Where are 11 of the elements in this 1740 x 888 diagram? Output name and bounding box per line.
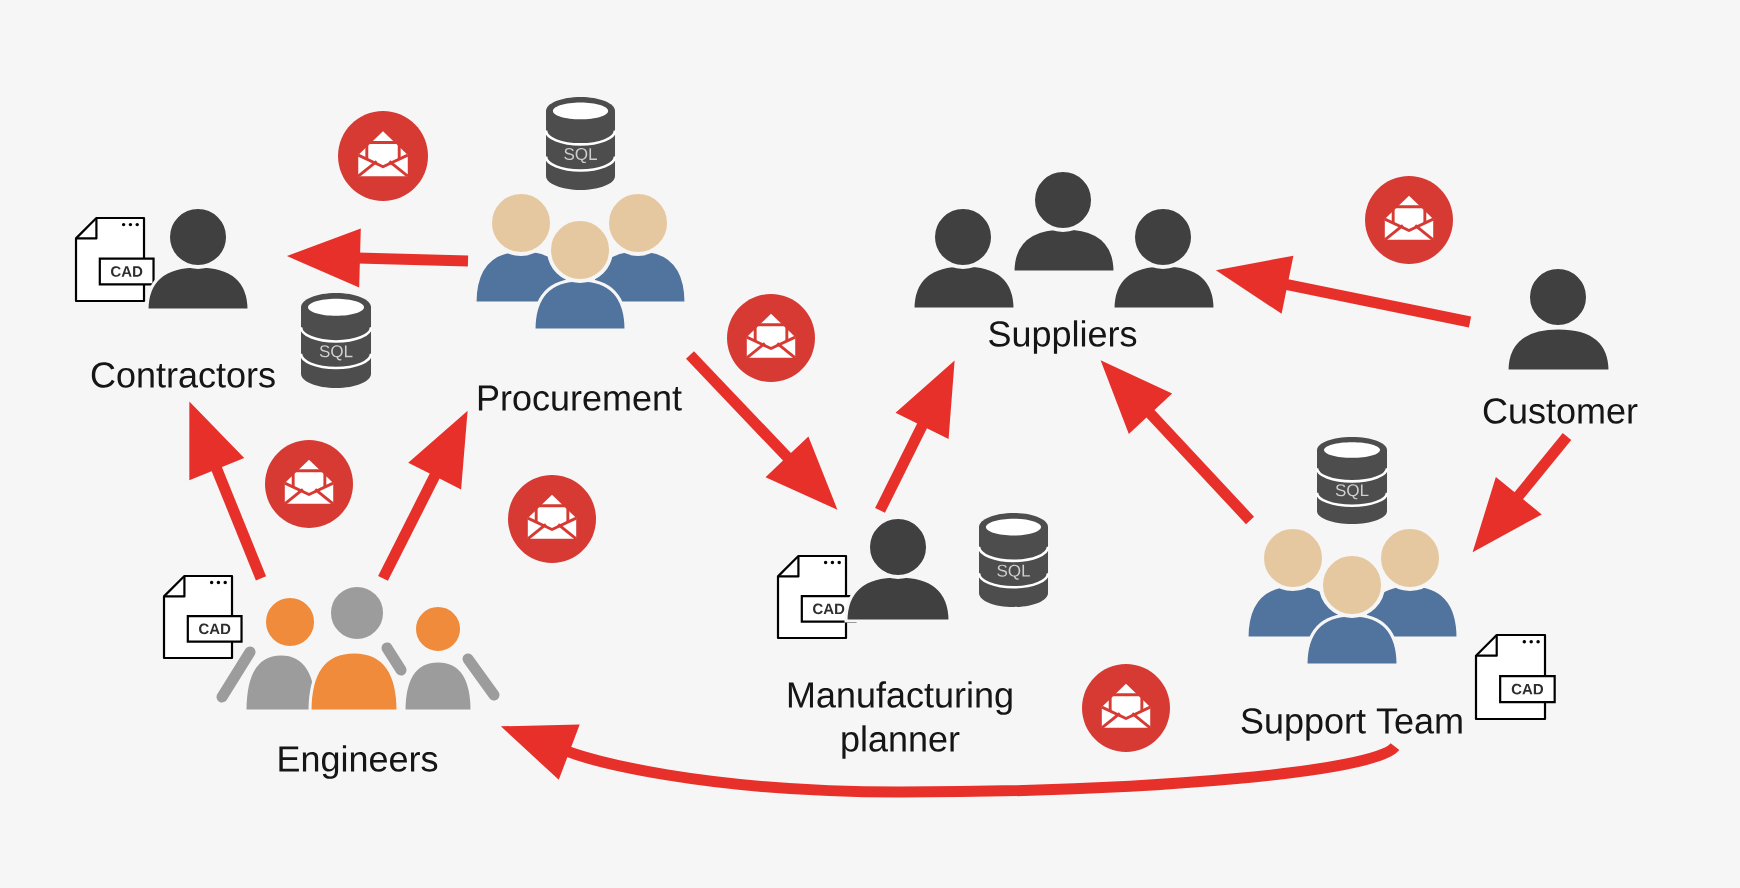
node-label: Customer	[1483, 398, 1638, 424]
node-label: Engineers	[279, 745, 438, 779]
people-group-figure: Support Team	[1241, 525, 1462, 741]
node-label: Support Team	[1241, 708, 1462, 741]
people-group-figure: Suppliers	[911, 168, 1217, 354]
node-label: Procurement	[478, 385, 682, 411]
person-figure: Customer	[1483, 265, 1638, 424]
people-group-figure: Procurement	[473, 190, 688, 411]
node-label: Contractors	[91, 362, 275, 388]
node-label: Manufacturing planner	[788, 681, 1012, 759]
node-label: Suppliers	[989, 320, 1137, 354]
